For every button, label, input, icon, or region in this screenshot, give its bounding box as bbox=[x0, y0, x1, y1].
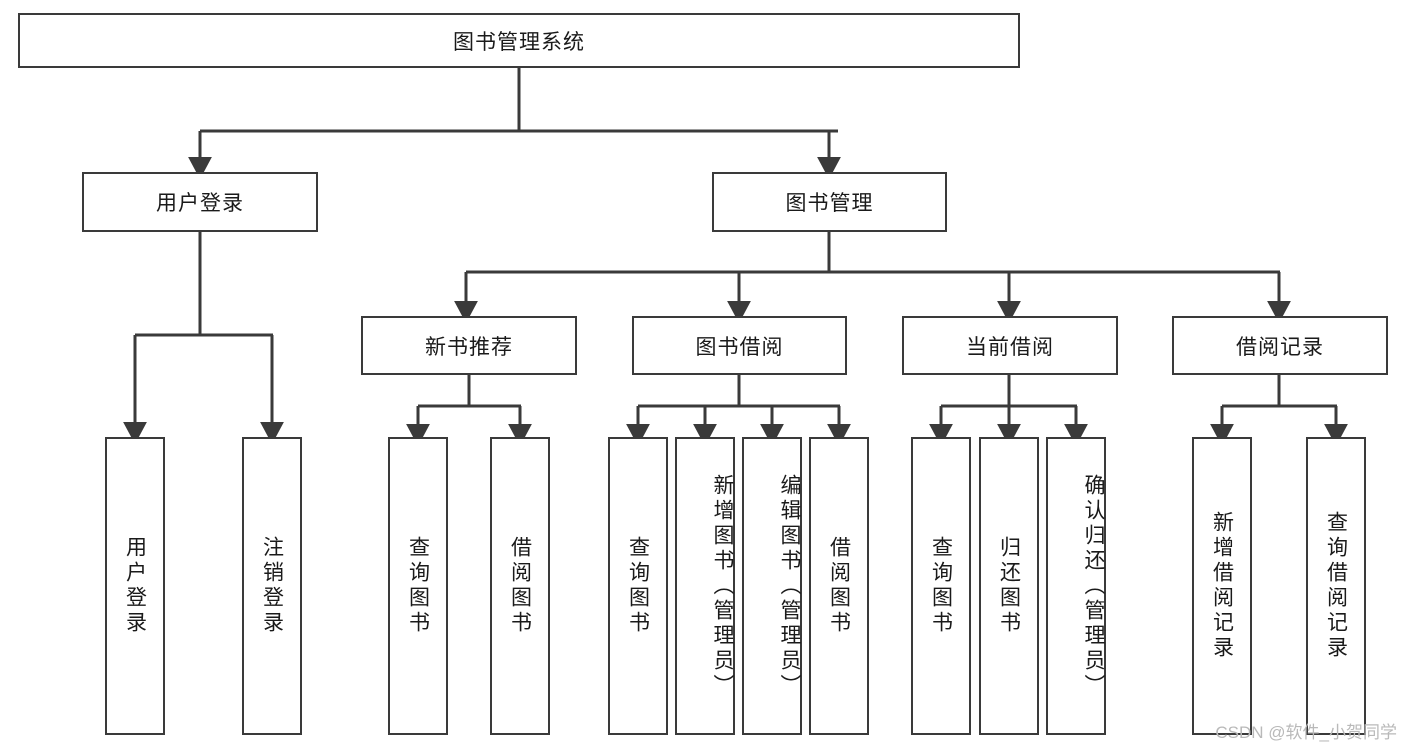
node-book-borrow[interactable]: 图书借阅 bbox=[632, 316, 847, 375]
watermark-csdn: CSDN @软件_小贺同学 bbox=[1215, 723, 1397, 742]
leaf-logout[interactable]: 注销登录 bbox=[242, 437, 302, 735]
node-borrow-record[interactable]: 借阅记录 bbox=[1172, 316, 1388, 375]
node-root-library-system[interactable]: 图书管理系统 bbox=[18, 13, 1020, 68]
node-label: 用户登录 bbox=[123, 536, 147, 636]
leaf-query-book-bb[interactable]: 查询图书 bbox=[608, 437, 668, 735]
node-label: 新书推荐 bbox=[425, 335, 513, 359]
leaf-query-borrow-record[interactable]: 查询借阅记录 bbox=[1306, 437, 1366, 735]
node-label: 确认归还（管理员） bbox=[1082, 473, 1105, 699]
node-label: 查询图书 bbox=[406, 536, 430, 636]
node-label: 借阅记录 bbox=[1236, 335, 1324, 359]
node-label: 归还图书 bbox=[997, 536, 1021, 636]
node-book-management[interactable]: 图书管理 bbox=[712, 172, 947, 232]
leaf-return-book[interactable]: 归还图书 bbox=[979, 437, 1039, 735]
leaf-add-borrow-record[interactable]: 新增借阅记录 bbox=[1192, 437, 1252, 735]
node-label: 图书管理 bbox=[785, 192, 874, 215]
node-user-login[interactable]: 用户登录 bbox=[82, 172, 318, 232]
node-label: 查询图书 bbox=[626, 536, 650, 636]
leaf-add-book-admin[interactable]: 新增图书（管理员） bbox=[675, 437, 735, 735]
node-label: 图书管理系统 bbox=[453, 30, 585, 54]
leaf-borrow-book-bb[interactable]: 借阅图书 bbox=[809, 437, 869, 735]
node-new-book-recommend[interactable]: 新书推荐 bbox=[361, 316, 577, 375]
leaf-confirm-return-admin[interactable]: 确认归还（管理员） bbox=[1046, 437, 1106, 735]
leaf-user-login[interactable]: 用户登录 bbox=[105, 437, 165, 735]
node-label: 编辑图书（管理员） bbox=[778, 473, 801, 699]
leaf-borrow-book-nb[interactable]: 借阅图书 bbox=[490, 437, 550, 735]
leaf-query-book-cb[interactable]: 查询图书 bbox=[911, 437, 971, 735]
node-label: 借阅图书 bbox=[508, 536, 532, 636]
node-label: 新增借阅记录 bbox=[1210, 511, 1234, 661]
node-label: 新增图书（管理员） bbox=[711, 473, 734, 699]
node-label: 注销登录 bbox=[260, 536, 284, 636]
node-label: 查询图书 bbox=[929, 536, 953, 636]
leaf-edit-book-admin[interactable]: 编辑图书（管理员） bbox=[742, 437, 802, 735]
leaf-query-book-nb[interactable]: 查询图书 bbox=[388, 437, 448, 735]
node-label: 查询借阅记录 bbox=[1324, 511, 1348, 661]
node-label: 借阅图书 bbox=[827, 536, 851, 636]
node-label: 当前借阅 bbox=[966, 335, 1054, 359]
node-label: 用户登录 bbox=[156, 192, 244, 215]
node-current-borrow[interactable]: 当前借阅 bbox=[902, 316, 1118, 375]
node-label: 图书借阅 bbox=[695, 335, 784, 359]
